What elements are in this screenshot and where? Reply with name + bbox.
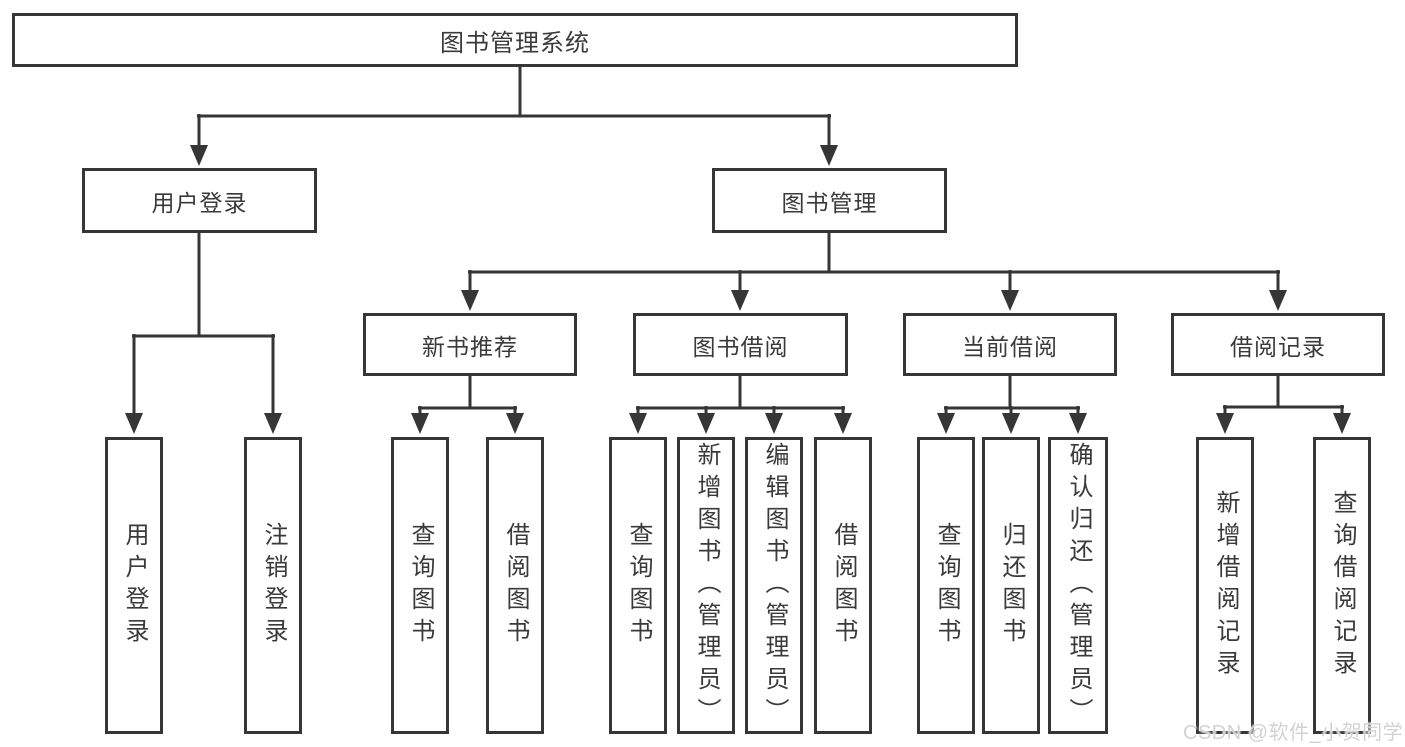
leaf-add-borrow-record: 新增借阅记录	[1196, 437, 1254, 734]
leaf-edit-books-admin: 编辑图书（管理员）	[745, 437, 803, 734]
node-borrow-records: 借阅记录	[1171, 313, 1385, 376]
arrowheads-group	[125, 145, 1351, 434]
leaf-borrow-books-newbook: 借阅图书	[486, 437, 544, 734]
node-library-system: 图书管理系统	[12, 13, 1018, 67]
leaf-return-books: 归还图书	[982, 437, 1040, 734]
node-user-login: 用户登录	[82, 168, 317, 233]
node-book-management: 图书管理	[712, 168, 947, 233]
connector-lines-group	[132, 67, 1344, 415]
node-new-book-recommend: 新书推荐	[363, 313, 577, 376]
leaf-query-borrow-record: 查询借阅记录	[1313, 437, 1371, 734]
leaf-query-books-borrow: 查询图书	[609, 437, 667, 734]
leaf-confirm-return-admin: 确认归还（管理员）	[1048, 437, 1108, 734]
leaf-borrow-books-borrow: 借阅图书	[814, 437, 872, 734]
leaf-logout-login: 注销登录	[244, 437, 302, 734]
leaf-user-login: 用户登录	[105, 437, 163, 734]
leaf-query-books-current: 查询图书	[917, 437, 975, 734]
csdn-watermark: CSDN @软件_小贺同学	[1183, 722, 1404, 744]
node-current-borrow: 当前借阅	[903, 313, 1117, 376]
leaf-add-books-admin: 新增图书（管理员）	[677, 437, 735, 734]
leaf-query-books-newbook: 查询图书	[391, 437, 449, 734]
node-book-borrow: 图书借阅	[633, 313, 848, 376]
